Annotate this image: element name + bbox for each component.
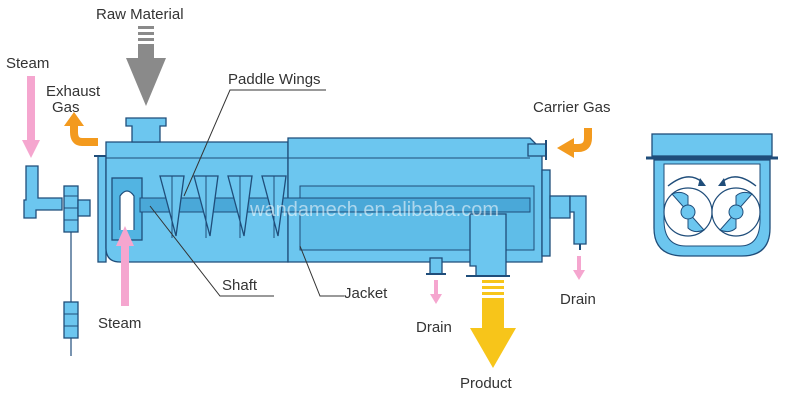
label-exhaust: Exhaust xyxy=(46,83,101,100)
drain-center-arrow xyxy=(430,280,442,304)
label-steam-bottom: Steam xyxy=(98,315,141,332)
cross-section-view xyxy=(646,133,778,257)
label-drain-center: Drain xyxy=(416,319,452,336)
label-drain-right: Drain xyxy=(560,291,596,308)
label-product: Product xyxy=(460,375,513,392)
label-gas: Gas xyxy=(52,99,80,116)
paddle-wings xyxy=(159,175,287,238)
product-arrow xyxy=(470,280,516,368)
steam-top-arrow xyxy=(22,76,40,158)
label-steam-top: Steam xyxy=(6,55,49,72)
label-paddle-wings: Paddle Wings xyxy=(228,71,321,88)
raw-material-arrow xyxy=(126,26,166,106)
label-raw-material: Raw Material xyxy=(96,6,184,23)
exhaust-gas-arrow xyxy=(64,112,98,146)
steam-inlet-pipe xyxy=(23,165,91,356)
dryer-body xyxy=(94,117,587,277)
leader-lines xyxy=(149,89,344,297)
label-jacket: Jacket xyxy=(344,285,388,302)
steam-bottom-arrow xyxy=(116,226,134,306)
watermark: wandamech.en.alibaba.com xyxy=(249,199,499,221)
label-shaft: Shaft xyxy=(222,277,258,294)
carrier-gas-arrow xyxy=(557,128,592,158)
label-carrier-gas: Carrier Gas xyxy=(533,99,611,116)
drain-right-arrow xyxy=(573,256,585,280)
